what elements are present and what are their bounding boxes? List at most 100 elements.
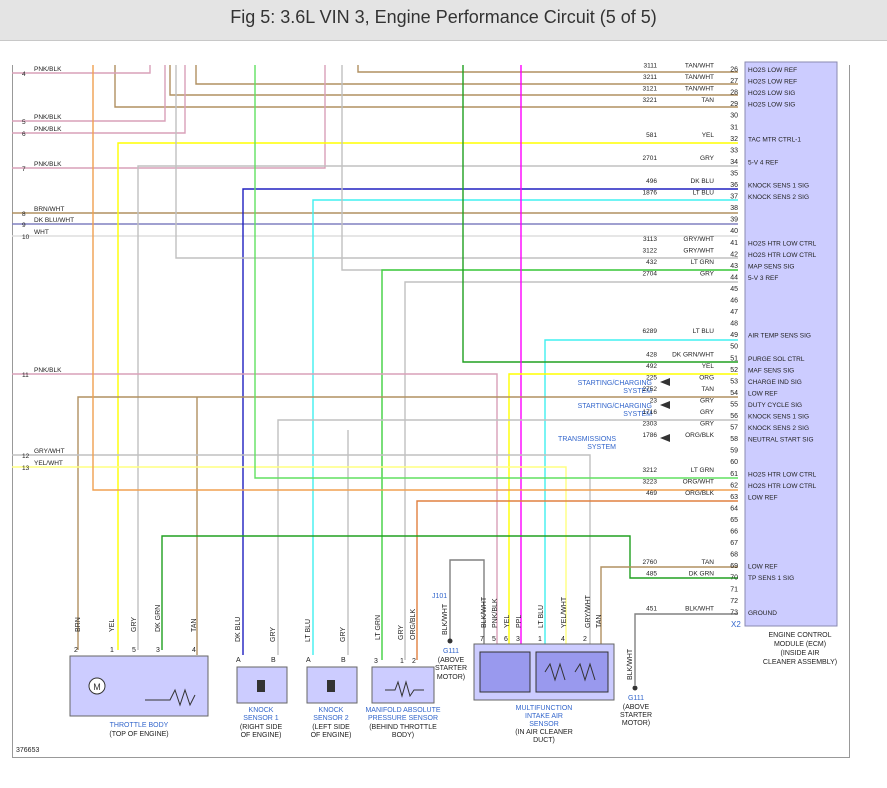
pin-number: 60 <box>730 459 738 466</box>
svg-text:BLK/WHT: BLK/WHT <box>442 603 449 635</box>
pin-number: 30 <box>730 113 738 120</box>
circuit-number: 23 <box>650 397 658 404</box>
pin-number: 50 <box>730 344 738 351</box>
svg-text:GRY: GRY <box>398 625 405 640</box>
wire-color: DK GRN <box>689 571 715 578</box>
knock-sensor-2: KNOCK SENSOR 2 (LEFT SIDE OF ENGINE) A B… <box>305 619 358 739</box>
wire-color: ORG/WHT <box>683 478 714 485</box>
pin-number: 52 <box>730 367 738 374</box>
ecm-caption: ENGINE CONTROL MODULE (ECM) (INSIDE AIR … <box>763 632 837 666</box>
wire-2752 <box>77 396 738 650</box>
wire-3212 <box>254 65 738 479</box>
left-terminals: 4PNK/BLK5PNK/BLK6PNK/BLK7PNK/BLK8BRN/WHT… <box>22 66 74 472</box>
signal-name: HO2S LOW REF <box>748 67 797 74</box>
wire-yel-wht-13 <box>12 466 567 655</box>
svg-text:MOTOR): MOTOR) <box>437 674 465 681</box>
pin-number: 31 <box>730 124 738 131</box>
svg-text:GRY: GRY <box>270 627 277 642</box>
ecm-pin-row: 38 <box>730 205 738 212</box>
svg-text:B: B <box>341 657 346 664</box>
wire-pnk-7 <box>12 65 326 169</box>
maf-sensor: MULTIFUNCTION INTAKE AIR SENSOR (IN AIR … <box>473 594 615 744</box>
signal-name: LOW REF <box>748 564 778 571</box>
svg-text:(RIGHT SIDE: (RIGHT SIDE <box>240 724 283 731</box>
signal-name: LOW REF <box>748 390 778 397</box>
ecm-pin-row: 48 <box>730 321 738 328</box>
circuit-number: 3221 <box>643 97 658 104</box>
pin-number: 40 <box>730 228 738 235</box>
wire-2303 <box>277 419 738 655</box>
wire-2760 <box>600 566 738 655</box>
ecm-pin-row: 35 <box>730 170 738 177</box>
page-title: Fig 5: 3.6L VIN 3, Engine Performance Ci… <box>230 7 657 27</box>
circuit-number: 2760 <box>643 559 658 566</box>
wire-3221 <box>114 65 738 108</box>
wire-color: LT GRN <box>691 259 715 266</box>
svg-text:GRY: GRY <box>340 627 347 642</box>
pin-number: 45 <box>730 286 738 293</box>
pin-number: 35 <box>730 170 738 177</box>
pin-number: 56 <box>730 413 738 420</box>
terminal-number: 13 <box>22 465 30 472</box>
svg-text:SYSTEM: SYSTEM <box>623 411 652 418</box>
pin-number: 36 <box>730 182 738 189</box>
svg-text:KNOCK: KNOCK <box>319 707 344 714</box>
svg-text:MULTIFUNCTION: MULTIFUNCTION <box>516 705 573 712</box>
terminal-number: 9 <box>22 222 26 229</box>
svg-text:(ABOVE: (ABOVE <box>438 657 465 664</box>
wire-color: TAN <box>701 559 714 566</box>
pin-number: 42 <box>730 251 738 258</box>
ecm-pin-row: 68 <box>730 552 738 559</box>
circuit-number: 581 <box>646 132 657 139</box>
terminal-wire: PNK/BLK <box>34 367 62 374</box>
wires <box>12 65 738 685</box>
wire-color: GRY/WHT <box>683 247 714 254</box>
circuit-number: 469 <box>646 490 657 497</box>
pin-number: 57 <box>730 425 738 432</box>
pin-number: 59 <box>730 448 738 455</box>
terminal-number: 11 <box>22 372 29 379</box>
svg-text:BLK/WHT: BLK/WHT <box>481 596 488 628</box>
pin-number: 54 <box>730 390 738 397</box>
ecm-module <box>744 61 838 627</box>
pin-number: 46 <box>730 298 738 305</box>
signal-name: TP SENS 1 SIG <box>748 575 794 582</box>
circuit-number: 1876 <box>643 190 658 197</box>
circuit-number: 1786 <box>643 432 658 439</box>
svg-text:3: 3 <box>156 647 160 654</box>
ecm-pin-row: 50 <box>730 344 738 351</box>
signal-name: LOW REF <box>748 494 778 501</box>
signal-arrows <box>660 378 670 442</box>
wire-6289 <box>544 339 738 655</box>
ecm-pin-row: 33 <box>730 147 738 154</box>
wire-3122 <box>341 65 738 271</box>
svg-text:ENGINE CONTROL: ENGINE CONTROL <box>768 632 831 639</box>
signal-name: HO2S HTR LOW CTRL <box>748 252 817 259</box>
pin-number: 63 <box>730 494 738 501</box>
ecm-pin-row: 39 <box>730 217 738 224</box>
wire-1876 <box>312 199 738 655</box>
svg-text:MOTOR): MOTOR) <box>622 720 650 727</box>
ecm-connector-label: X2 <box>731 620 741 629</box>
circuit-number: 3223 <box>643 478 658 485</box>
circuit-number: 451 <box>646 605 657 612</box>
terminal-wire: PNK/BLK <box>34 126 62 133</box>
pin-number: 65 <box>730 517 738 524</box>
svg-text:STARTER: STARTER <box>435 665 467 672</box>
circuit-number: 225 <box>646 374 657 381</box>
pin-number: 26 <box>730 67 738 74</box>
svg-text:PRESSURE SENSOR: PRESSURE SENSOR <box>368 715 438 722</box>
signal-name: HO2S LOW SIG <box>748 102 795 109</box>
ecm-pin-row: 30 <box>730 113 738 120</box>
